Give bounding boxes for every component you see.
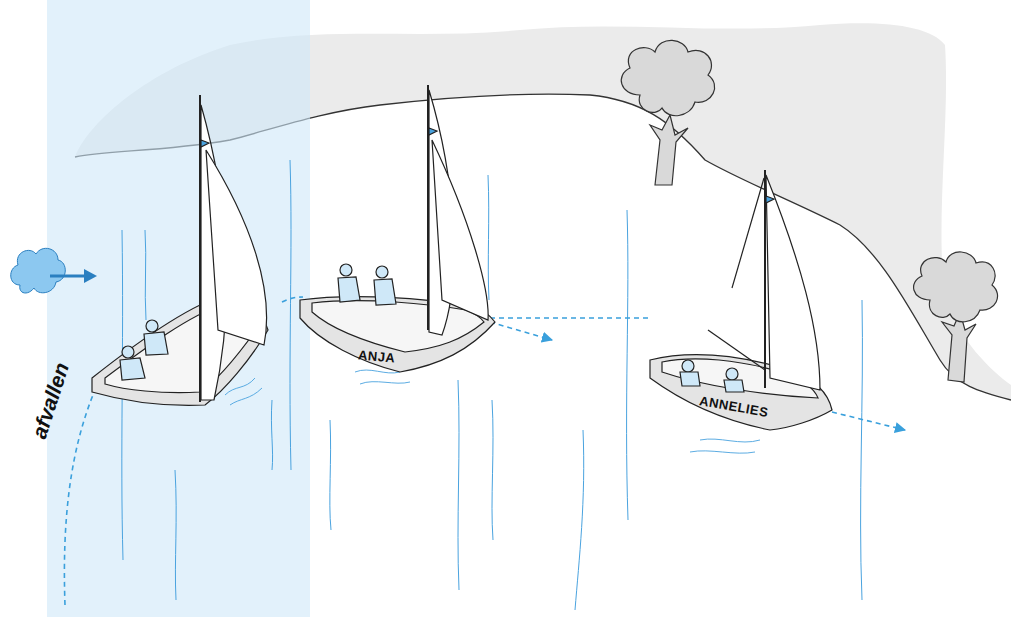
sailboat xyxy=(650,170,832,430)
tree xyxy=(914,252,998,382)
wind-band xyxy=(47,0,310,617)
sailboat xyxy=(92,95,268,405)
wind-symbol xyxy=(11,248,97,293)
boat-name: ANJA xyxy=(358,348,396,364)
tree xyxy=(621,40,714,185)
sailboat xyxy=(300,85,495,372)
